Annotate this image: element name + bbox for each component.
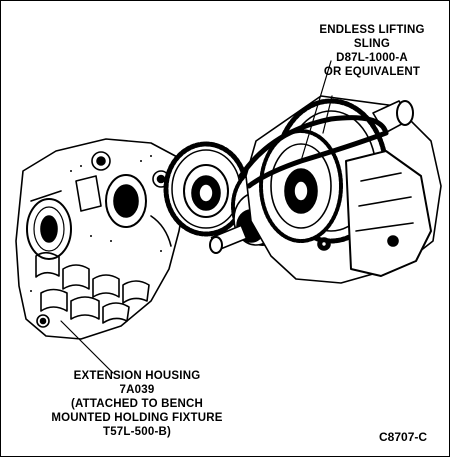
callout-line: OR EQUIVALENT [323, 66, 421, 78]
output-gear-drawing [163, 141, 249, 237]
callout-line: SLING [353, 38, 391, 50]
figure-code-label: C8707-C [379, 430, 428, 444]
gear-cluster-drawing [238, 60, 442, 284]
extension-housing-drawing [15, 138, 187, 340]
extension-housing-callout: EXTENSION HOUSING 7A039 (ATTACHED TO BEN… [17, 369, 257, 439]
callout-line: MOUNTED HOLDING FIXTURE [51, 412, 223, 424]
housing-leader-line [60, 320, 114, 374]
callout-line: D87L-1000-A [336, 52, 408, 64]
callout-line: ENDLESS LIFTING [319, 24, 425, 36]
lifting-sling-callout: ENDLESS LIFTING SLING D87L-1000-A OR EQU… [297, 23, 447, 79]
callout-line: EXTENSION HOUSING [73, 370, 201, 382]
callout-line: 7A039 [119, 384, 155, 396]
callout-line: (ATTACHED TO BENCH [70, 398, 203, 410]
sling-leader-line [322, 95, 333, 134]
callout-line: T57L-500-B) [102, 426, 172, 438]
